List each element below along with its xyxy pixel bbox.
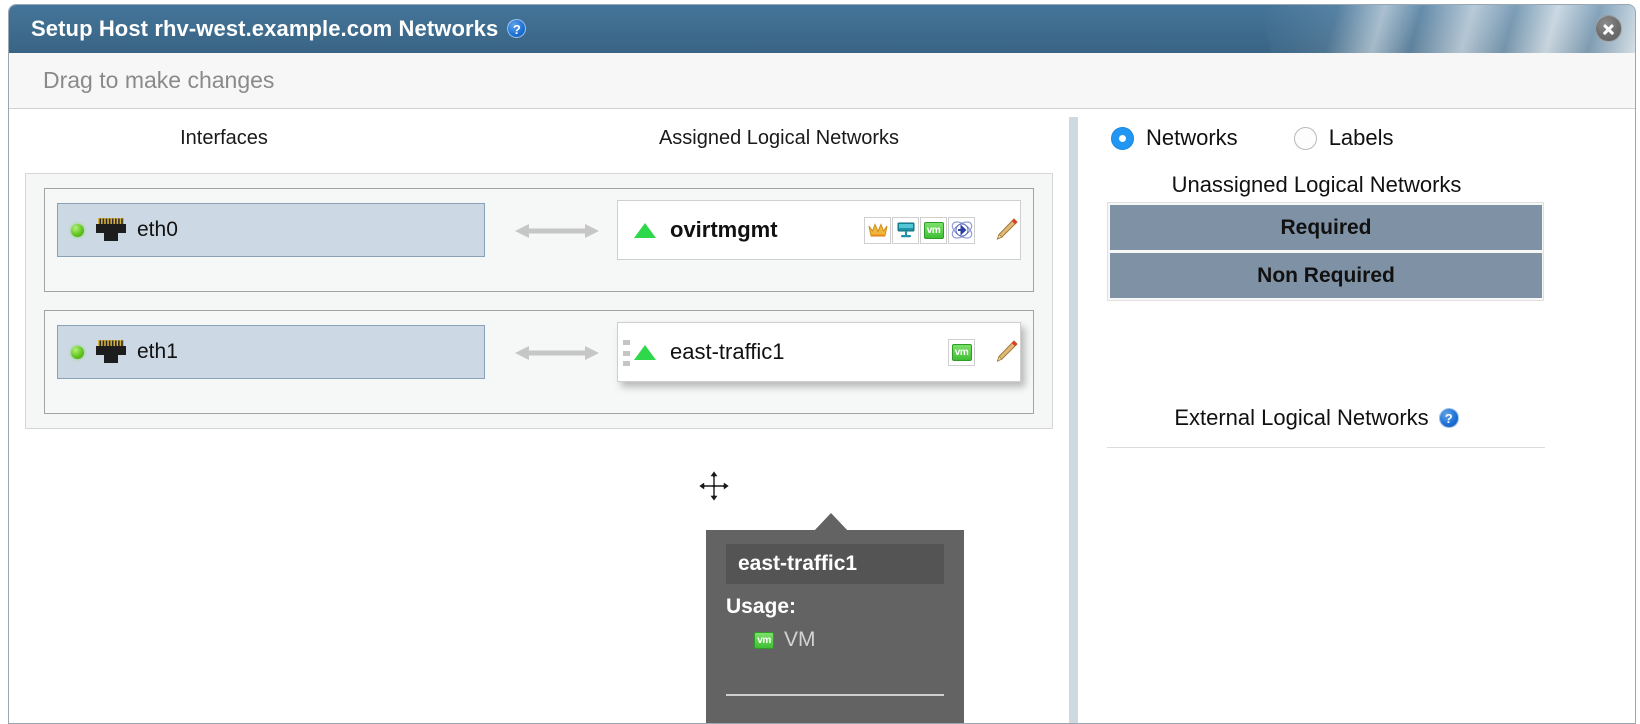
category-non-required[interactable]: Non Required (1110, 253, 1542, 298)
move-cursor (697, 469, 731, 503)
unassigned-networks-list: Required Non Required (1107, 202, 1544, 301)
status-up-icon (71, 345, 84, 359)
tooltip-usage-row: vm VM (754, 628, 964, 652)
interface-box-eth0[interactable]: eth0 (57, 203, 485, 257)
interface-box-eth1[interactable]: eth1 (57, 325, 485, 379)
vm-badge-label: vm (923, 221, 944, 239)
title-help-icon[interactable]: ? (507, 19, 527, 38)
unassigned-networks-panel: Networks Labels Unassigned Logical Netwo… (1089, 109, 1629, 723)
radio-labels[interactable]: Labels (1293, 125, 1394, 151)
panel-divider (1069, 117, 1078, 723)
dialog-title-bar: Setup Host rhv-west.example.com Networks… (9, 5, 1635, 53)
drag-hint-label: Drag to make changes (43, 67, 275, 93)
tooltip-arrow (813, 513, 849, 532)
radio-networks[interactable]: Networks (1111, 125, 1238, 151)
tooltip-usage-value: VM (784, 628, 816, 651)
dialog-title-label: Setup Host rhv-west.example.com Networks (31, 16, 499, 41)
network-label: ovirtmgmt (670, 217, 778, 242)
interfaces-column-header: Interfaces (180, 127, 268, 149)
networks-column-header: Assigned Logical Networks (658, 127, 900, 149)
network-port-icon (96, 340, 126, 363)
external-networks-title: External Logical Networks ? (1089, 405, 1544, 431)
radio-labels-indicator[interactable] (1293, 126, 1317, 150)
interface-group-row: eth0 ovirtmgmt (44, 188, 1034, 292)
external-networks-divider (1107, 447, 1545, 448)
radio-labels-label: Labels (1328, 125, 1394, 150)
double-arrow-icon (515, 346, 599, 360)
pencil-icon[interactable] (992, 216, 1020, 244)
green-triangle-up-icon (634, 344, 656, 360)
interface-label: eth1 (137, 340, 178, 363)
close-icon[interactable] (1595, 15, 1622, 42)
vm-badge-label: vm (951, 343, 972, 361)
radio-networks-label: Networks (1146, 125, 1238, 150)
network-box-east-traffic1[interactable]: east-traffic1 vm (617, 322, 1021, 382)
network-role-icons: vm (948, 338, 983, 366)
tooltip-divider (726, 694, 944, 696)
network-tooltip: east-traffic1 Usage: vm VM MTU: Default … (706, 530, 964, 723)
view-mode-radio-group: Networks Labels (1111, 125, 1394, 151)
network-box-ovirtmgmt[interactable]: ovirtmgmt (617, 200, 1021, 260)
setup-host-networks-dialog: Setup Host rhv-west.example.com Networks… (8, 4, 1636, 724)
pencil-icon[interactable] (992, 338, 1020, 366)
vm-icon[interactable]: vm (948, 338, 975, 366)
interfaces-panel: eth0 ovirtmgmt (25, 173, 1053, 429)
tooltip-usage-label: Usage: (726, 595, 797, 618)
vm-icon[interactable]: vm (920, 216, 947, 244)
titlebar-gloss-decoration (1261, 5, 1635, 53)
display-console-icon[interactable] (892, 216, 919, 244)
double-arrow-icon (515, 224, 599, 238)
category-required[interactable]: Required (1110, 205, 1542, 250)
drag-handle-icon[interactable] (623, 340, 630, 366)
network-label: east-traffic1 (670, 339, 785, 364)
unassigned-networks-title: Unassigned Logical Networks (1171, 172, 1462, 197)
interface-label: eth0 (137, 218, 178, 241)
dialog-body: Interfaces Assigned Logical Networks (9, 109, 1635, 723)
network-role-icons: vm (864, 216, 983, 244)
external-networks-label: External Logical Networks (1174, 405, 1429, 430)
dialog-subheader: Drag to make changes (9, 53, 1635, 109)
migration-icon[interactable] (948, 216, 975, 244)
crown-management-icon[interactable] (864, 216, 891, 244)
network-port-icon (96, 218, 126, 241)
page-title: Setup Host rhv-west.example.com Networks… (31, 16, 527, 42)
radio-networks-indicator[interactable] (1111, 126, 1134, 150)
vm-icon: vm (754, 631, 774, 649)
external-help-icon[interactable]: ? (1438, 408, 1459, 428)
green-triangle-up-icon (634, 222, 656, 238)
tooltip-title: east-traffic1 (726, 544, 944, 584)
interface-group-row: eth1 east-traffic1 vm (44, 310, 1034, 414)
status-up-icon (71, 223, 84, 237)
